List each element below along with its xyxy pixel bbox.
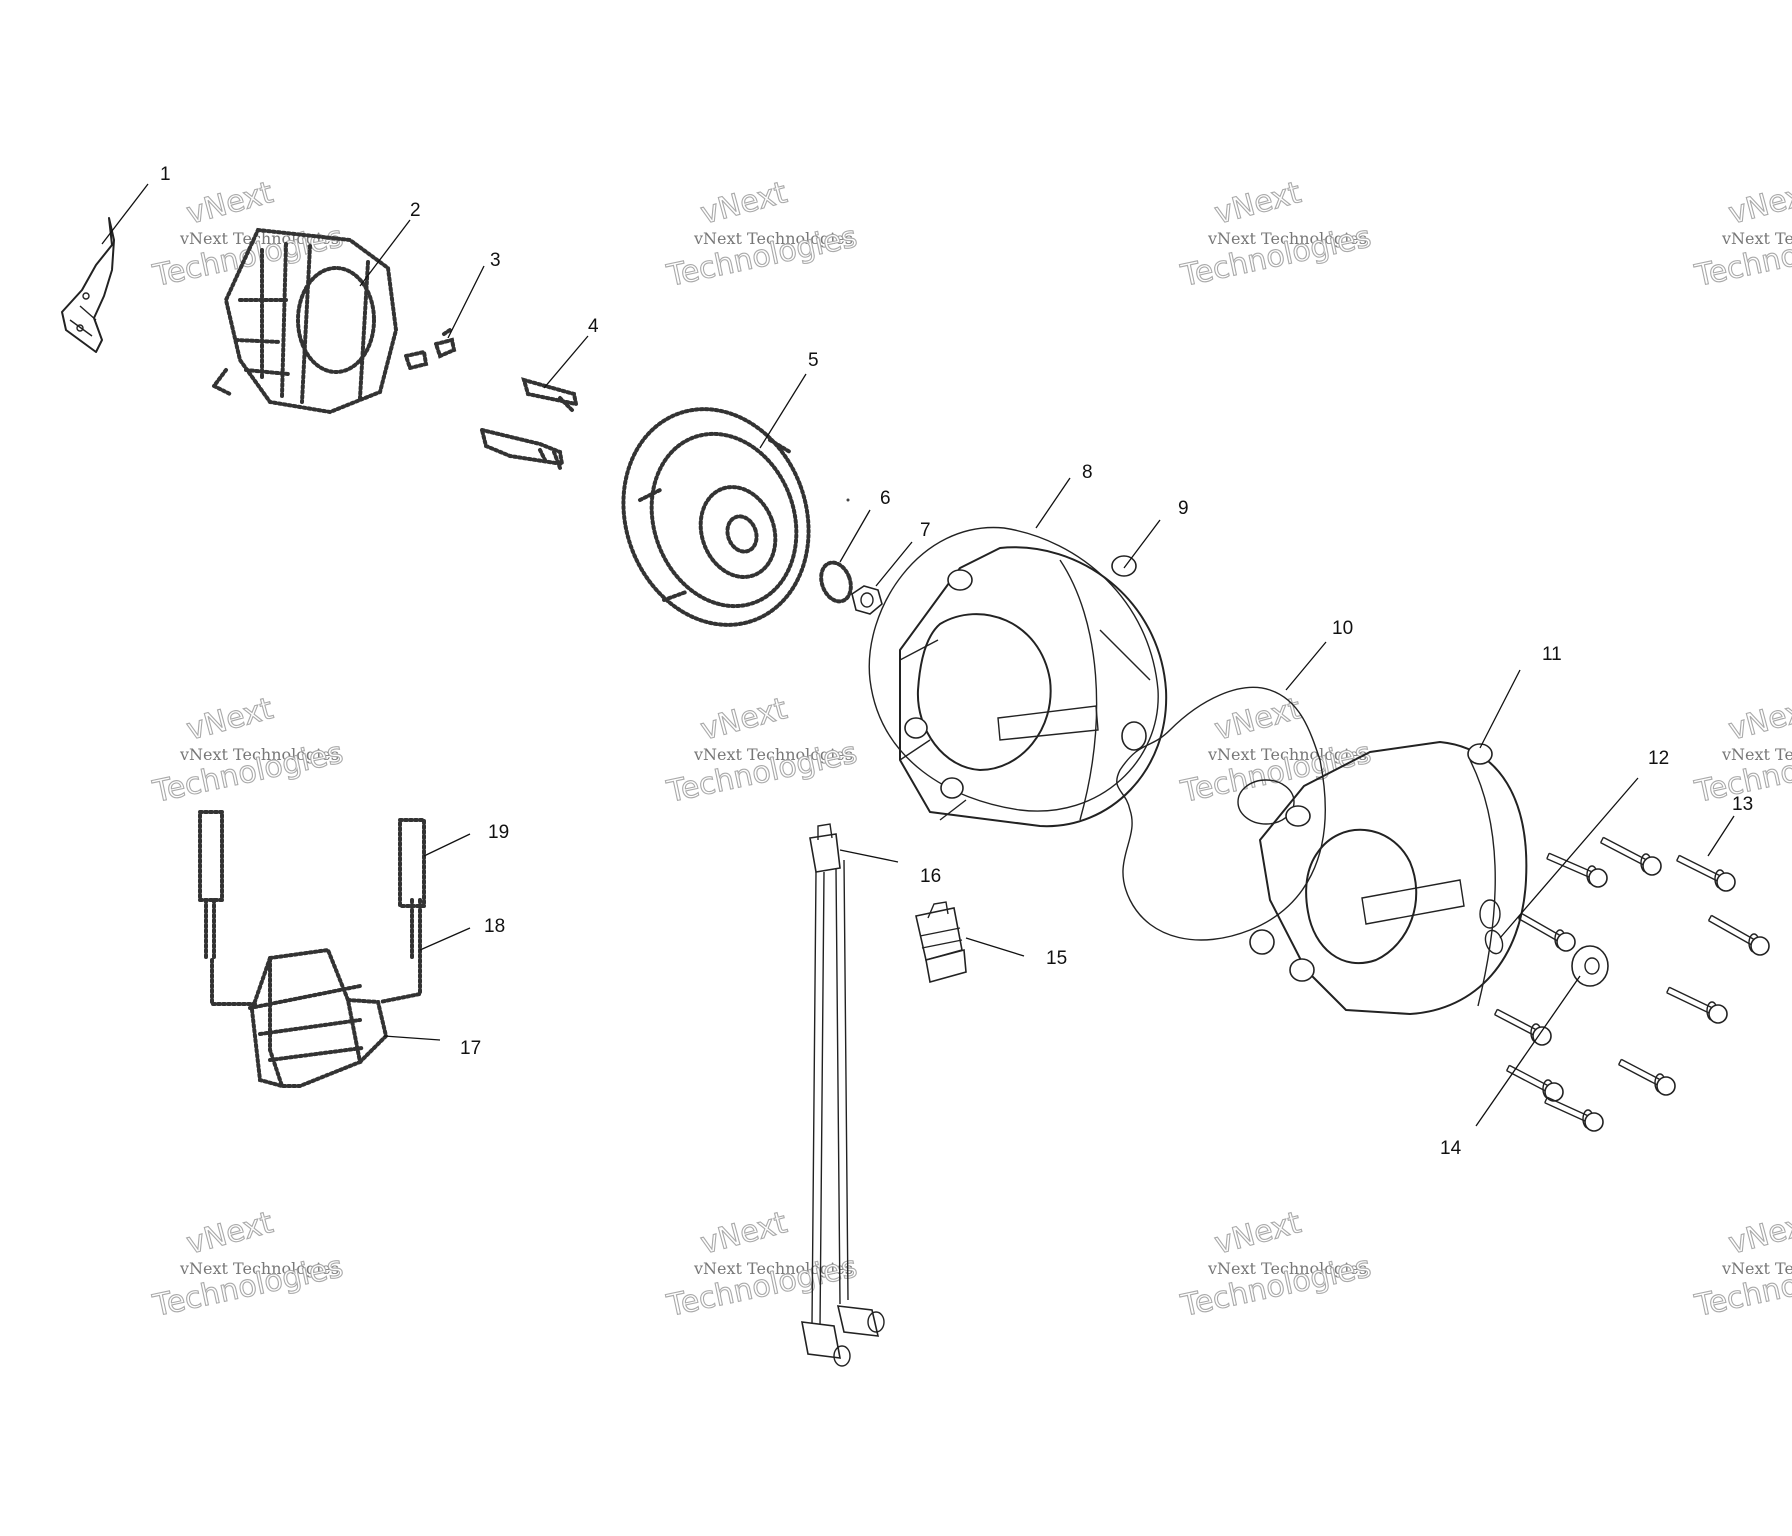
part-11-outer-cover <box>1249 741 1528 1015</box>
watermark-line1-text: vNext Technologies <box>693 229 853 248</box>
watermark-overlay-text: vNext <box>1725 1205 1792 1262</box>
watermark-line1-text: vNext Technologies <box>1207 745 1367 764</box>
part-14-grommet <box>1571 945 1609 987</box>
part-3-screws <box>403 328 457 371</box>
bolt <box>1707 914 1770 956</box>
callout-1: 1 <box>160 164 171 185</box>
callout-2: 2 <box>410 200 421 221</box>
watermark-overlay-text: vNext <box>1211 1205 1305 1262</box>
callout-8: 8 <box>1082 462 1093 483</box>
bolt <box>1599 836 1662 876</box>
callout-labels: 1 2 3 4 5 6 7 8 9 10 11 12 13 14 15 16 1… <box>160 164 1753 1159</box>
part-5-flywheel <box>621 407 811 627</box>
part-19-connector-boots <box>198 810 426 908</box>
callout-4: 4 <box>588 316 599 337</box>
bolt <box>1544 1096 1604 1132</box>
watermark-line1-text: vNext Technologies <box>693 745 853 764</box>
bolt <box>1517 912 1576 952</box>
watermark-overlay-text: vNext <box>697 1205 791 1262</box>
watermark-line1-text: vNext Technologies <box>179 1259 339 1278</box>
callout-16: 16 <box>920 866 941 887</box>
bolt <box>1666 986 1728 1024</box>
watermark-line1-text: vNext Technologies <box>1721 1259 1792 1278</box>
watermark-overlay-text: vNext <box>183 1205 277 1262</box>
part-6-washer <box>819 498 853 604</box>
watermark-overlay-text: vNext <box>183 691 277 748</box>
part-2-stator <box>210 227 399 415</box>
callout-10: 10 <box>1332 618 1353 639</box>
bolt <box>1617 1058 1676 1096</box>
callout-5: 5 <box>808 350 819 371</box>
part-7-nut <box>851 585 883 615</box>
bolt <box>1546 852 1608 888</box>
part-10-gasket <box>1116 686 1326 941</box>
callout-13: 13 <box>1732 794 1753 815</box>
leader-lines <box>101 183 1735 1127</box>
part-1-bracket <box>61 217 115 353</box>
callout-6: 6 <box>880 488 891 509</box>
watermark-overlay-text: vNext <box>1725 175 1792 232</box>
watermark-overlay-text: vNext <box>1211 175 1305 232</box>
part-15-connector <box>915 901 967 984</box>
part-4-sensors <box>479 377 579 470</box>
callout-19: 19 <box>488 822 509 843</box>
watermark-line1-text: vNext Technologies <box>1721 745 1792 764</box>
callout-9: 9 <box>1178 498 1189 519</box>
part-8-gasket <box>868 526 1159 812</box>
callout-3: 3 <box>490 250 501 271</box>
part-13-bolts <box>1493 836 1770 1132</box>
watermark-line1-text: vNext Technologies <box>1207 1259 1367 1278</box>
callout-18: 18 <box>484 916 505 937</box>
callout-11: 11 <box>1542 644 1562 665</box>
watermark-overlay-text: vNext <box>697 691 791 748</box>
callout-14: 14 <box>1440 1138 1462 1159</box>
watermark-line1-text: vNext Technologies <box>1207 229 1367 248</box>
callout-15: 15 <box>1046 948 1067 969</box>
part-18-cables <box>204 898 422 1006</box>
watermark-line1-text: vNext Technologies <box>1721 229 1792 248</box>
bolt <box>1676 854 1736 892</box>
part-9-cover <box>899 546 1168 828</box>
part-17-regulator <box>248 947 389 1088</box>
callout-12: 12 <box>1648 748 1669 769</box>
watermark-overlay-text: vNext <box>1725 691 1792 748</box>
callout-7: 7 <box>920 520 931 541</box>
callout-17: 17 <box>460 1038 481 1059</box>
watermark-overlay-text: vNext <box>697 175 791 232</box>
watermark-line1-text: vNext Technologies <box>179 745 339 764</box>
watermark-overlay-text: vNext <box>183 175 277 232</box>
watermark-overlay-text: vNext <box>1211 691 1305 748</box>
bolt <box>1493 1008 1552 1046</box>
part-12-o-ring <box>1484 929 1504 955</box>
part-16-wire-harness <box>801 823 885 1367</box>
